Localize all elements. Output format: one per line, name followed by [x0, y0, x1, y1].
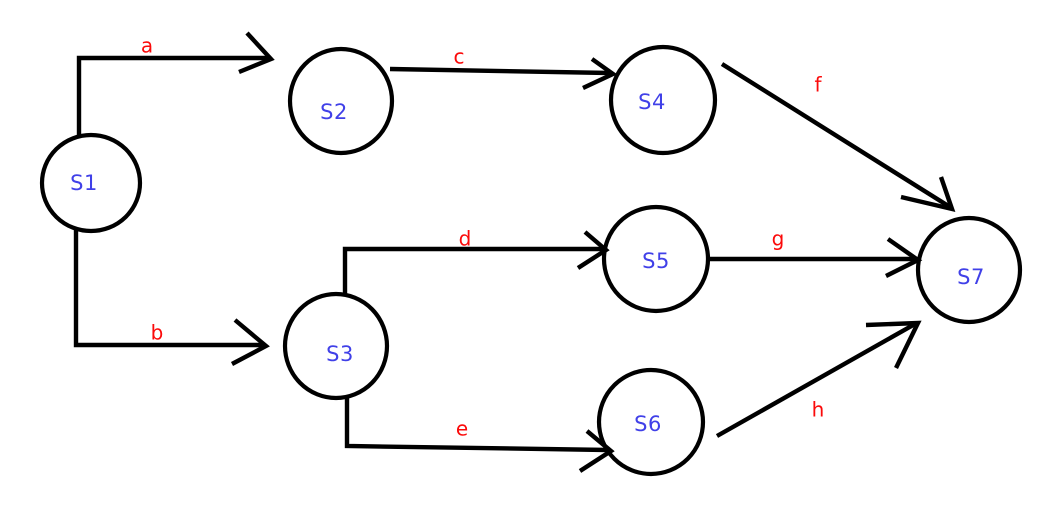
- edge-h-path: [715, 322, 917, 438]
- node-s3-label: S3: [326, 342, 354, 366]
- edge-a-arrowhead: [238, 31, 275, 75]
- edge-label-a: a: [141, 34, 153, 58]
- edge-f-path: [720, 62, 952, 209]
- edge-c-path: [389, 66, 611, 76]
- node-s2[interactable]: S2: [287, 46, 395, 156]
- edge-a-path: [76, 55, 268, 136]
- edge-h[interactable]: h: [715, 320, 922, 438]
- node-s2-label: S2: [320, 100, 348, 124]
- node-s7-label: S7: [957, 265, 985, 289]
- node-s4-circle: [608, 44, 718, 156]
- edge-g[interactable]: g: [710, 227, 923, 278]
- node-s1-circle: [39, 132, 143, 234]
- edge-d-path: [342, 246, 603, 295]
- node-s1[interactable]: S1: [39, 132, 143, 234]
- node-s5[interactable]: S5: [601, 204, 711, 314]
- node-s3[interactable]: S3: [282, 291, 390, 401]
- node-s5-label: S5: [642, 249, 670, 273]
- edge-label-b: b: [151, 321, 164, 345]
- edge-label-f: f: [814, 73, 822, 97]
- edge-e-arrowhead: [578, 429, 615, 473]
- node-s6-label: S6: [634, 412, 662, 436]
- node-s5-circle: [601, 204, 711, 314]
- edge-label-h: h: [812, 398, 825, 422]
- edge-b[interactable]: b: [73, 228, 270, 366]
- node-s6-circle: [596, 367, 706, 477]
- edge-b-path: [73, 228, 262, 348]
- node-s4[interactable]: S4: [608, 44, 718, 156]
- edge-f[interactable]: f: [720, 62, 956, 213]
- node-s1-label: S1: [70, 171, 98, 195]
- edge-label-c: c: [454, 45, 465, 69]
- edge-label-g: g: [772, 227, 785, 251]
- edge-h-arrowhead: [865, 320, 922, 369]
- edge-label-e: e: [456, 417, 468, 441]
- edge-label-d: d: [459, 227, 472, 251]
- node-s6[interactable]: S6: [596, 367, 706, 477]
- node-s7[interactable]: S7: [915, 215, 1023, 325]
- node-s4-label: S4: [638, 90, 666, 114]
- node-s7-circle: [915, 215, 1023, 325]
- node-s2-circle: [287, 46, 395, 156]
- edge-c-arrowhead: [582, 57, 618, 90]
- edge-f-arrowhead: [900, 176, 956, 213]
- node-s3-circle: [282, 291, 390, 401]
- edge-e[interactable]: e: [344, 396, 615, 473]
- edge-d[interactable]: d: [342, 227, 610, 296]
- edge-a[interactable]: a: [76, 31, 275, 136]
- edge-e-path: [344, 396, 609, 453]
- edge-b-arrowhead: [230, 318, 270, 366]
- edge-c[interactable]: c: [389, 45, 618, 90]
